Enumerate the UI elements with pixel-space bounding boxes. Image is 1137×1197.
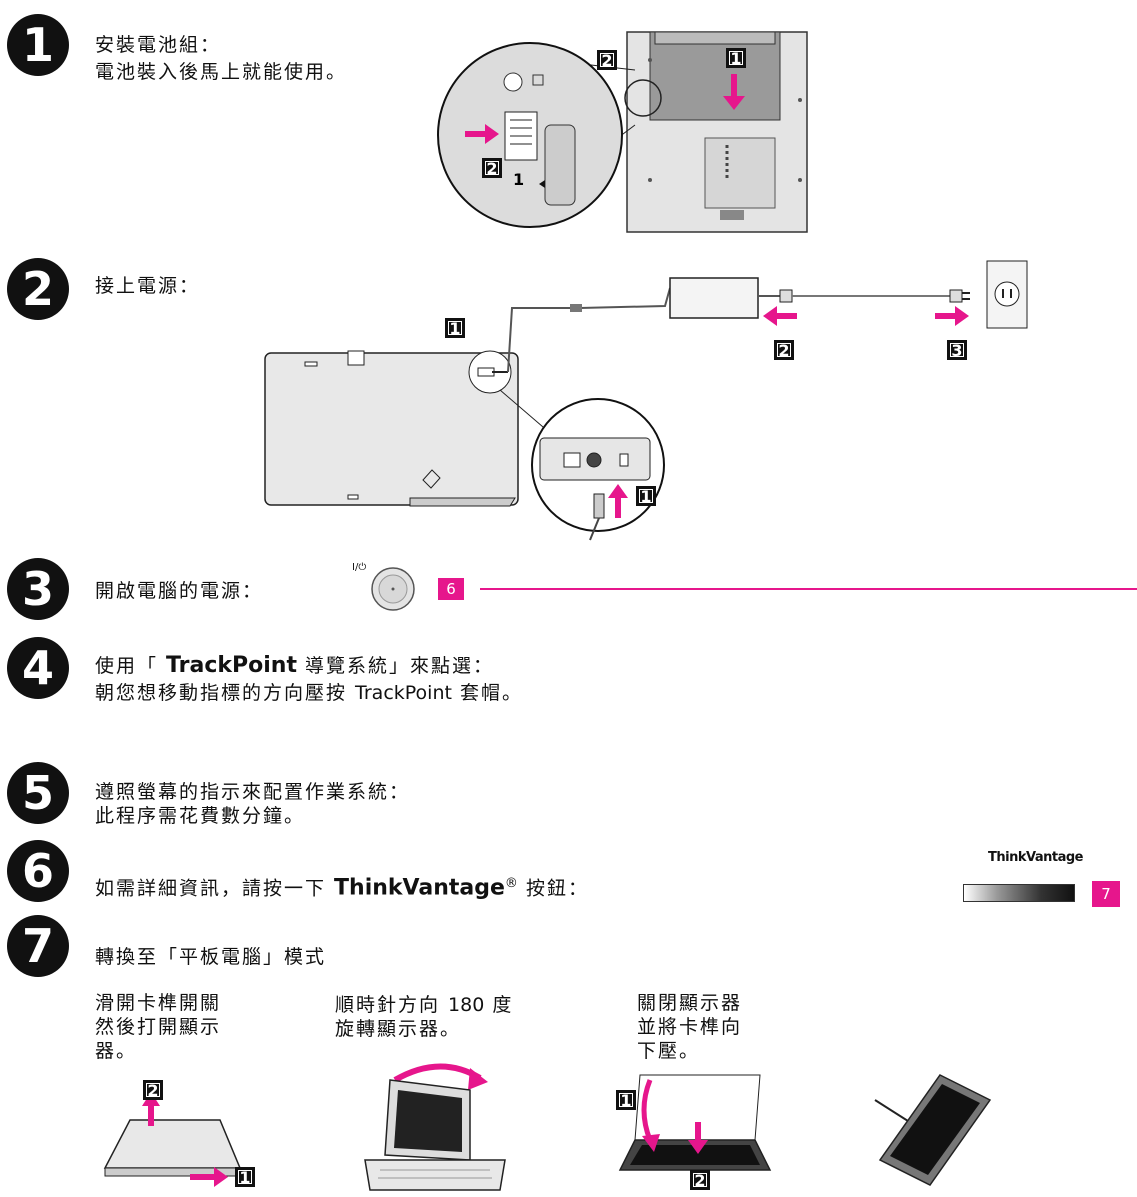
step-2-badge-2: 2 xyxy=(774,340,794,360)
caption-rotate-pre: 順時針方向 xyxy=(335,994,449,1016)
step-2-badge-3: 3 xyxy=(947,340,967,360)
step-1-badge-2-top: 2 xyxy=(597,50,617,70)
tablet-mode-illustration xyxy=(874,1074,992,1186)
step-1-line-1: 安裝電池組： xyxy=(95,34,222,56)
power-callout-badge: 6 xyxy=(438,578,464,600)
caption-rotate-num: 180 xyxy=(448,994,485,1016)
step-1-badge-2-zoom: 2 xyxy=(482,158,502,178)
caption-slide-latch: 滑開卡榫開關 然後打開顯示 器。 xyxy=(95,992,222,1062)
power-connection-illustration xyxy=(264,260,1028,541)
trackpoint-bold: TrackPoint xyxy=(166,653,297,678)
step-4-line-1-pre: 使用「 xyxy=(95,655,167,677)
step-7-badge-2-a: 2 xyxy=(143,1080,163,1100)
step-5-number: 5 xyxy=(7,762,69,824)
trackpoint-plain: TrackPoint xyxy=(355,682,452,704)
step-5-line-1: 遵照螢幕的指示來配置作業系統： xyxy=(95,781,411,803)
step-7-text: 轉換至「平板電腦」模式 xyxy=(95,946,327,968)
step-7-badge-1-c: 1 xyxy=(616,1090,636,1110)
step-2-badge-1-zoom: 1 xyxy=(636,486,656,506)
registered-mark: ® xyxy=(504,876,518,891)
svg-text:1: 1 xyxy=(513,170,524,189)
step-4-line-2: 朝您想移動指標的方向壓按 TrackPoint 套帽。 xyxy=(95,680,523,707)
power-button-icon xyxy=(371,567,415,611)
step-1-number: 1 xyxy=(7,14,69,76)
step-7-badge-1-a: 1 xyxy=(235,1167,255,1187)
step-1-badge-1: 1 xyxy=(726,48,746,68)
open-display-illustration xyxy=(103,1092,242,1187)
caption-rotate: 順時針方向 180 度 旋轉顯示器。 xyxy=(335,993,513,1041)
step-4-line-2-pre: 朝您想移動指標的方向壓按 xyxy=(95,682,356,704)
step-4-line-2-post: 套帽。 xyxy=(451,682,523,704)
step-1-text: 安裝電池組： 電池裝入後馬上就能使用。 xyxy=(95,32,347,86)
step-4-line-1: 使用「 TrackPoint 導覽系統」來點選： xyxy=(95,652,523,680)
thinkvantage-callout-badge: 7 xyxy=(1092,881,1120,907)
step-4-line-1-post: 導覽系統」來點選： xyxy=(296,655,495,677)
caption-rotate-post: 度 旋轉顯示器。 xyxy=(335,994,514,1040)
step-4-number: 4 xyxy=(7,637,69,699)
step-7-badge-2-c: 2 xyxy=(690,1170,710,1190)
thinkvantage-button[interactable] xyxy=(963,884,1075,902)
step-3-number: 3 xyxy=(7,558,69,620)
step-5-text: 遵照螢幕的指示來配置作業系統： 此程序需花費數分鐘。 xyxy=(95,780,410,828)
step-2-text: 接上電源： xyxy=(95,275,201,297)
step-6-post: 按鈕： xyxy=(517,877,589,900)
step-3-text: 開啟電腦的電源： xyxy=(95,580,264,602)
step-6-pre: 如需詳細資訊，請按一下 xyxy=(95,877,335,900)
step-6-number: 6 xyxy=(7,840,69,902)
step-4-text: 使用「 TrackPoint 導覽系統」來點選： 朝您想移動指標的方向壓按 Tr… xyxy=(95,652,523,707)
step-2-number: 2 xyxy=(7,258,69,320)
step-7-number: 7 xyxy=(7,915,69,977)
power-symbol: I/⏻ xyxy=(352,562,367,573)
step-5-line-2: 此程序需花費數分鐘。 xyxy=(95,805,306,827)
power-callout-line xyxy=(480,588,1137,590)
rotate-display-illustration xyxy=(364,1063,506,1191)
step-6-text: 如需詳細資訊，請按一下 ThinkVantage® 按鈕： xyxy=(95,870,589,902)
step-1-line-2: 電池裝入後馬上就能使用。 xyxy=(95,61,348,83)
thinkvantage-label: ThinkVantage xyxy=(988,850,1083,865)
step-2-badge-1-top: 1 xyxy=(445,318,465,338)
battery-illustration: 1 xyxy=(437,31,808,233)
caption-close-display: 關閉顯示器 並將卡榫向 下壓。 xyxy=(637,992,743,1062)
close-display-illustration xyxy=(618,1074,772,1171)
thinkvantage-bold: ThinkVantage xyxy=(334,875,505,901)
